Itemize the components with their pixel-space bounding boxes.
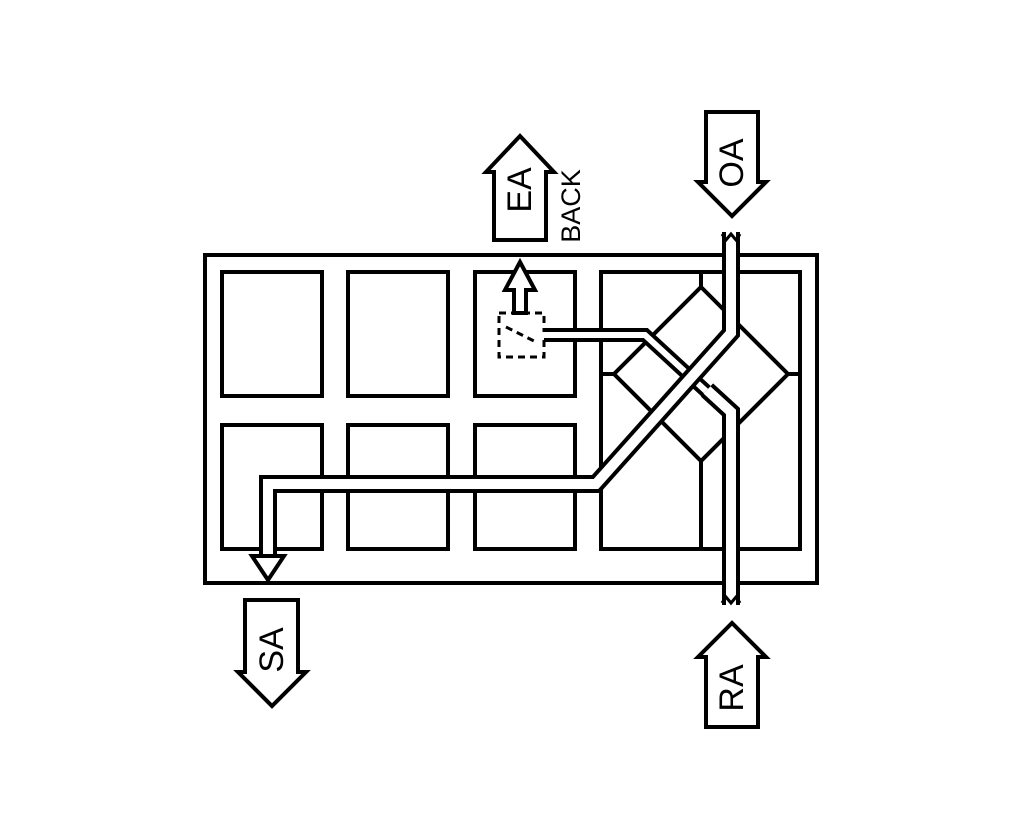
damper-blade (505, 325, 537, 344)
return-duct-inner (703, 386, 736, 609)
oa-arrow (693, 110, 771, 219)
module-top-1 (220, 270, 324, 398)
oa-label: OA (713, 138, 751, 187)
supply-air-arrowhead (248, 554, 288, 584)
ra-label: RA (713, 664, 751, 712)
ea-arrow (481, 133, 559, 242)
exhaust-small-arrow (501, 257, 539, 315)
sa-arrow (233, 598, 311, 709)
supply-duct-inner (263, 229, 736, 560)
back-label: BACK (556, 169, 586, 243)
ra-arrow (693, 620, 771, 729)
sa-label: SA (253, 627, 291, 673)
ea-label: EA (501, 167, 539, 213)
unit-enclosure (203, 253, 819, 585)
oa-duct-break (720, 231, 742, 243)
module-top-2 (346, 270, 450, 398)
ra-duct-break (720, 594, 742, 606)
